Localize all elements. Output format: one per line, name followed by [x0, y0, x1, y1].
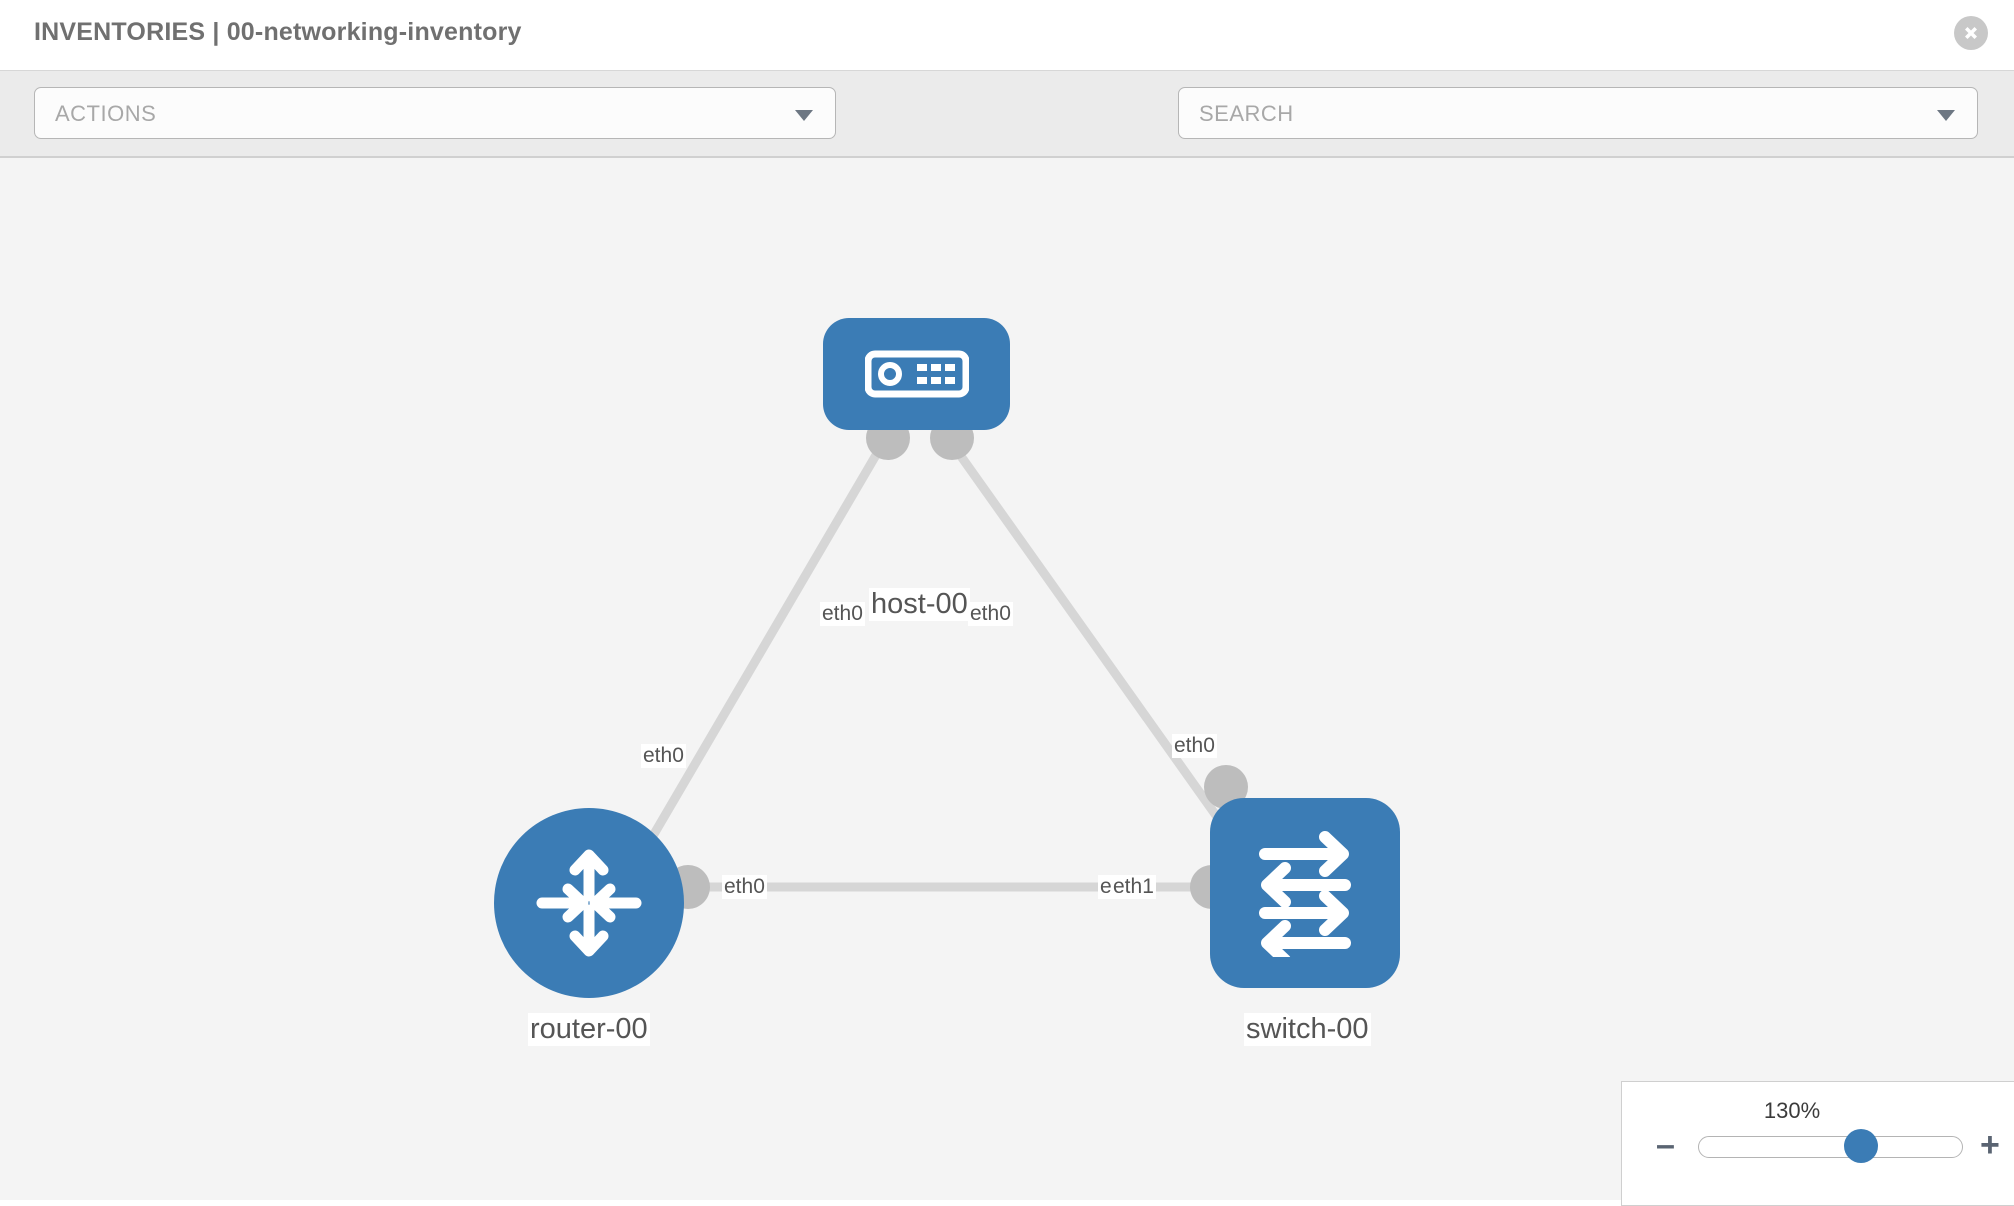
switch-arrows-icon — [1259, 831, 1351, 957]
chevron-down-icon — [795, 110, 813, 121]
link-host-router — [636, 435, 890, 861]
zoom-out-button[interactable]: – — [1656, 1126, 1675, 1164]
toolbar: ACTIONS SEARCH — [0, 70, 2014, 203]
interface-label-host-left: eth0 — [820, 602, 865, 627]
node-label-router-00: router-00 — [528, 1013, 650, 1047]
node-router-00[interactable] — [494, 808, 684, 998]
link-host-switch — [944, 435, 1236, 841]
node-host-00[interactable] — [823, 318, 1010, 430]
interface-label-router-right: eth0 — [722, 875, 767, 900]
node-label-host-00: host-00 — [869, 588, 970, 622]
node-label-switch-00: switch-00 — [1244, 1013, 1371, 1047]
page-title: INVENTORIES | 00-networking-inventory — [34, 18, 522, 46]
server-icon — [864, 350, 969, 398]
chevron-down-icon[interactable] — [1937, 110, 1955, 121]
close-icon[interactable] — [1954, 16, 1988, 50]
actions-dropdown[interactable]: ACTIONS — [34, 87, 836, 139]
zoom-slider[interactable] — [1698, 1129, 1963, 1163]
actions-dropdown-label: ACTIONS — [55, 101, 157, 126]
search-input[interactable]: SEARCH — [1178, 87, 1978, 139]
interface-label-router-up: eth0 — [641, 744, 686, 769]
node-switch-00[interactable] — [1210, 798, 1400, 988]
zoom-level-value: 130% — [1763, 1098, 1821, 1123]
search-placeholder: SEARCH — [1199, 101, 1294, 126]
page-header: INVENTORIES | 00-networking-inventory — [0, 0, 2014, 70]
topology-links — [636, 435, 1236, 892]
interface-label-switch-left: eth1 — [1111, 875, 1156, 900]
zoom-slider-thumb[interactable] — [1843, 1129, 1878, 1163]
router-arrows-icon — [536, 849, 642, 957]
zoom-control-panel: 130% – + — [1621, 1081, 2014, 1206]
topology-canvas[interactable]: eth0 host-00 eth0 router-00 eth0 eth0 — [0, 158, 2014, 1200]
interface-label-switch-up: eth0 — [1172, 734, 1217, 759]
interface-label-host-right: eth0 — [968, 602, 1013, 627]
zoom-in-button[interactable]: + — [1980, 1126, 2000, 1164]
